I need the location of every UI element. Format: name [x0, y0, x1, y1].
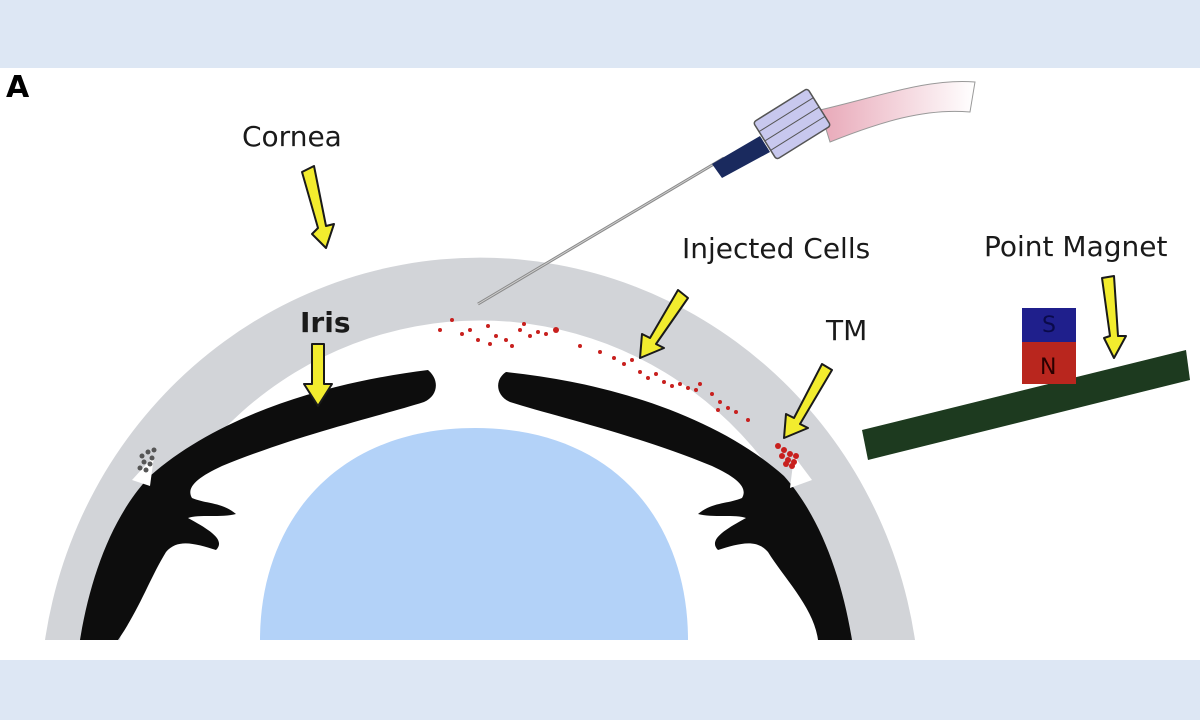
- panel-letter: A: [6, 70, 30, 105]
- magnet-arrow: [1101, 275, 1127, 359]
- magnet-icon: S N: [862, 308, 1190, 460]
- right-iris-shape: [498, 372, 852, 640]
- syringe-needle-icon: [477, 80, 976, 306]
- cornea-arrow: [301, 165, 335, 249]
- injected-cells: [438, 318, 750, 422]
- arrow-icon: [301, 165, 1127, 439]
- lens-shape: [260, 428, 688, 640]
- point-magnet-label: Point Magnet: [984, 230, 1168, 263]
- right-tm-cells: [775, 443, 799, 469]
- left-iris-shape: [80, 370, 436, 640]
- injected-cells-arrow: [639, 289, 689, 359]
- iris-label: Iris: [300, 306, 351, 339]
- figure-panel: S N A Cornea Iris Injected Cells TM Poin…: [0, 68, 1200, 660]
- eye-diagram: S N: [45, 80, 1190, 640]
- left-tm-cells: [137, 447, 157, 473]
- injected-cells-label: Injected Cells: [682, 232, 871, 265]
- magnet-south-label: S: [1042, 313, 1056, 338]
- cornea-shape: [45, 257, 915, 640]
- tm-arrow: [783, 363, 833, 439]
- magnet-north-label: N: [1040, 355, 1056, 380]
- iris-arrow: [303, 343, 333, 407]
- cornea-label: Cornea: [242, 120, 342, 153]
- tm-label: TM: [826, 314, 868, 347]
